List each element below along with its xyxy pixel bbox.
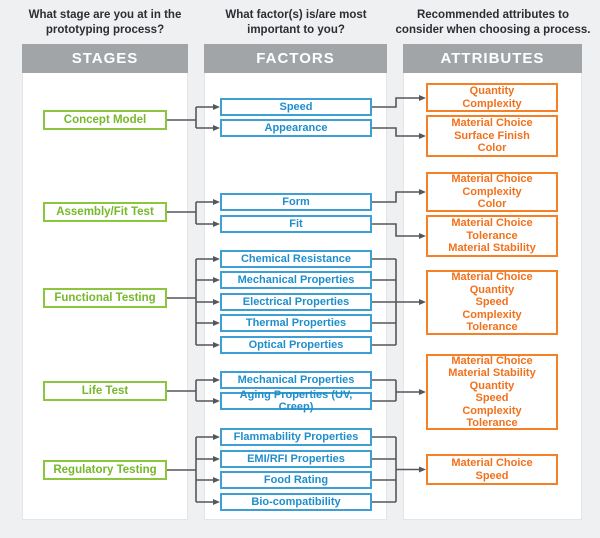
factor-box-mechanical-properties: Mechanical Properties bbox=[220, 271, 372, 289]
stage-box-life-test: Life Test bbox=[43, 381, 167, 401]
factor-box-optical-properties: Optical Properties bbox=[220, 336, 372, 354]
attribute-box-life-test-result: Material Choice Material Stability Quant… bbox=[426, 354, 558, 430]
question-factors: What factor(s) is/are most important to … bbox=[225, 9, 367, 36]
factor-box-fit: Fit bbox=[220, 215, 372, 233]
attribute-box-speed-result: Quantity Complexity bbox=[426, 83, 558, 112]
question-stages: What stage are you at in the prototyping… bbox=[28, 9, 182, 36]
attribute-box-appearance-result: Material Choice Surface Finish Color bbox=[426, 115, 558, 157]
factor-box-bio-compatibility: Bio-compatibility bbox=[220, 493, 372, 511]
factor-box-thermal-properties: Thermal Properties bbox=[220, 314, 372, 332]
question-attributes: Recommended attributes to consider when … bbox=[395, 9, 591, 36]
stage-box-assembly-fit-test: Assembly/Fit Test bbox=[43, 202, 167, 222]
factors-column-header: FACTORS bbox=[204, 44, 387, 73]
attribute-box-fit-result: Material Choice Tolerance Material Stabi… bbox=[426, 215, 558, 257]
factor-box-form: Form bbox=[220, 193, 372, 211]
factor-box-flammability-properties: Flammability Properties bbox=[220, 428, 372, 446]
stage-box-concept-model: Concept Model bbox=[43, 110, 167, 130]
attribute-box-regulatory-result: Material Choice Speed bbox=[426, 454, 558, 485]
factor-box-food-rating: Food Rating bbox=[220, 471, 372, 489]
stage-box-regulatory-testing: Regulatory Testing bbox=[43, 460, 167, 480]
attribute-box-form-result: Material Choice Complexity Color bbox=[426, 172, 558, 212]
stages-column-header: STAGES bbox=[22, 44, 188, 73]
stage-box-functional-testing: Functional Testing bbox=[43, 288, 167, 308]
attributes-column-header: ATTRIBUTES bbox=[403, 44, 582, 73]
factor-box-electrical-properties: Electrical Properties bbox=[220, 293, 372, 311]
factor-box-appearance: Appearance bbox=[220, 119, 372, 137]
factor-box-speed: Speed bbox=[220, 98, 372, 116]
factor-box-mechanical-properties-life: Mechanical Properties bbox=[220, 371, 372, 389]
factor-box-emi-rfi-properties: EMI/RFI Properties bbox=[220, 450, 372, 468]
attribute-box-functional-result: Material Choice Quantity Speed Complexit… bbox=[426, 270, 558, 335]
factor-box-aging-properties: Aging Properties (UV, Creep) bbox=[220, 389, 372, 413]
factor-box-chemical-resistance: Chemical Resistance bbox=[220, 250, 372, 268]
